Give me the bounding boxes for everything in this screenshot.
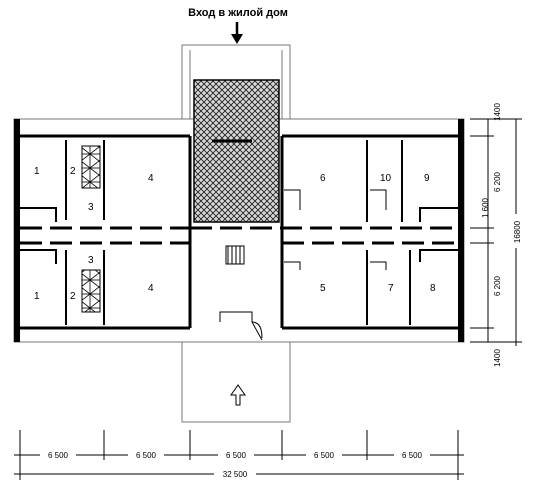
room-label-9: 9 (424, 173, 430, 184)
dim-span-3: 6 500 (226, 451, 247, 460)
shaft-box-bottom (81, 269, 101, 313)
dim-span-1: 6 500 (48, 451, 69, 460)
room-label-7: 7 (388, 283, 394, 294)
building-outline (13, 118, 465, 343)
dim-span-2: 6 500 (136, 451, 157, 460)
dim-upper-rooms: 6 200 (493, 171, 502, 192)
room-label-2-bottom: 2 (70, 291, 76, 302)
dim-corridor: 1 600 (481, 197, 490, 218)
room-label-2-top: 2 (70, 166, 76, 177)
hatched-hall (193, 79, 280, 223)
room-label-3-top: 3 (88, 202, 94, 213)
room-label-1-bottom: 1 (34, 291, 40, 302)
door-fixtures (219, 189, 387, 341)
room-label-6: 6 (320, 173, 326, 184)
interior-partitions (20, 140, 458, 325)
room-label-4-top: 4 (148, 173, 154, 184)
room-label-10: 10 (380, 173, 392, 184)
dim-lower-rooms: 6 200 (493, 275, 502, 296)
bottom-dimension-labels: 6 500 6 500 6 500 6 500 6 500 32 500 (40, 449, 430, 480)
room-label-5: 5 (320, 283, 326, 294)
dim-bottom-strip: 1400 (493, 349, 502, 367)
entrance-arrow-icon (231, 22, 243, 44)
room-label-4-bottom: 4 (148, 283, 154, 294)
room-label-1-top: 1 (34, 166, 40, 177)
right-dimension-labels: 1400 6 200 1 600 6 200 1400 16800 (481, 103, 523, 367)
dim-span-5: 6 500 (402, 451, 423, 460)
room-label-3-bottom: 3 (88, 255, 94, 266)
room-label-8: 8 (430, 283, 436, 294)
shaft-box-top (81, 145, 101, 189)
corridor-walls (20, 226, 458, 245)
dim-total-depth: 16800 (513, 220, 522, 243)
entrance-title: Вход в жилой дом (188, 7, 288, 19)
bottom-entrance-arrow-icon (230, 384, 246, 406)
dim-span-4: 6 500 (314, 451, 335, 460)
dim-total-width: 32 500 (223, 470, 248, 479)
central-block-outline (181, 44, 291, 423)
dim-top-strip: 1400 (493, 103, 502, 121)
